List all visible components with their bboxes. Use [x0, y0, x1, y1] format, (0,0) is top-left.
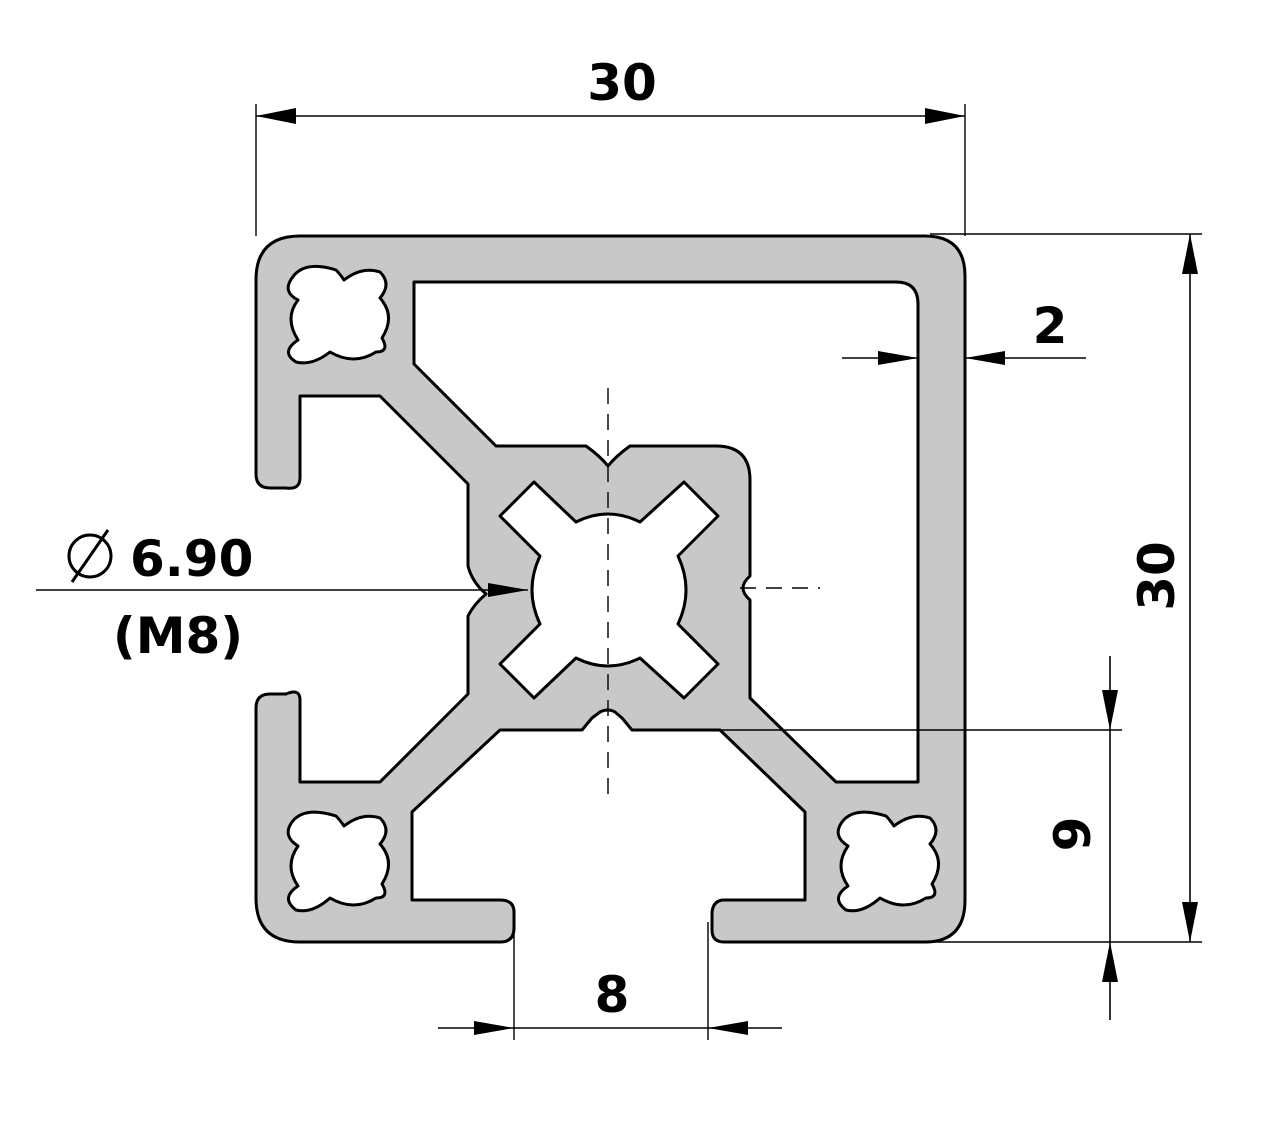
- dimension-bore: 6.90 (M8): [36, 529, 528, 665]
- dimension-slot-offset: 9: [722, 656, 1122, 1020]
- arrowhead-right: [925, 108, 965, 124]
- arrowhead-bottom: [1102, 942, 1118, 982]
- center-bore: [498, 480, 720, 700]
- arrowhead-top: [1102, 690, 1118, 730]
- dimension-slot-opening: 8: [438, 922, 782, 1040]
- arrowhead-left: [878, 351, 918, 365]
- arrowhead-left: [474, 1021, 514, 1035]
- dimension-label-opening: 8: [595, 966, 630, 1024]
- arrowhead: [488, 583, 528, 597]
- arrowhead-bottom: [1182, 902, 1198, 942]
- dimension-label-bore: 6.90: [130, 530, 253, 588]
- corner-hole-top-left: [286, 264, 390, 365]
- corner-holes: [286, 264, 940, 913]
- dimension-label-offset: 9: [1044, 817, 1102, 852]
- dimension-label-height: 30: [1128, 541, 1186, 611]
- arrowhead-top: [1182, 234, 1198, 274]
- dimension-label-thread: (M8): [113, 607, 243, 665]
- corner-hole-bottom-right: [836, 810, 940, 913]
- center-lines: [607, 388, 820, 800]
- dimension-label-width: 30: [587, 54, 657, 112]
- arrowhead-right: [965, 351, 1005, 365]
- dimension-width-top: 30: [255, 54, 966, 236]
- dimension-height-right: 30: [920, 233, 1202, 943]
- corner-hole-bottom-left: [286, 810, 390, 913]
- arrowhead-right: [708, 1021, 748, 1035]
- dimension-label-wall: 2: [1033, 297, 1068, 355]
- dimension-wall: 2: [842, 297, 1086, 365]
- arrowhead-left: [256, 108, 296, 124]
- diameter-icon: [67, 529, 113, 583]
